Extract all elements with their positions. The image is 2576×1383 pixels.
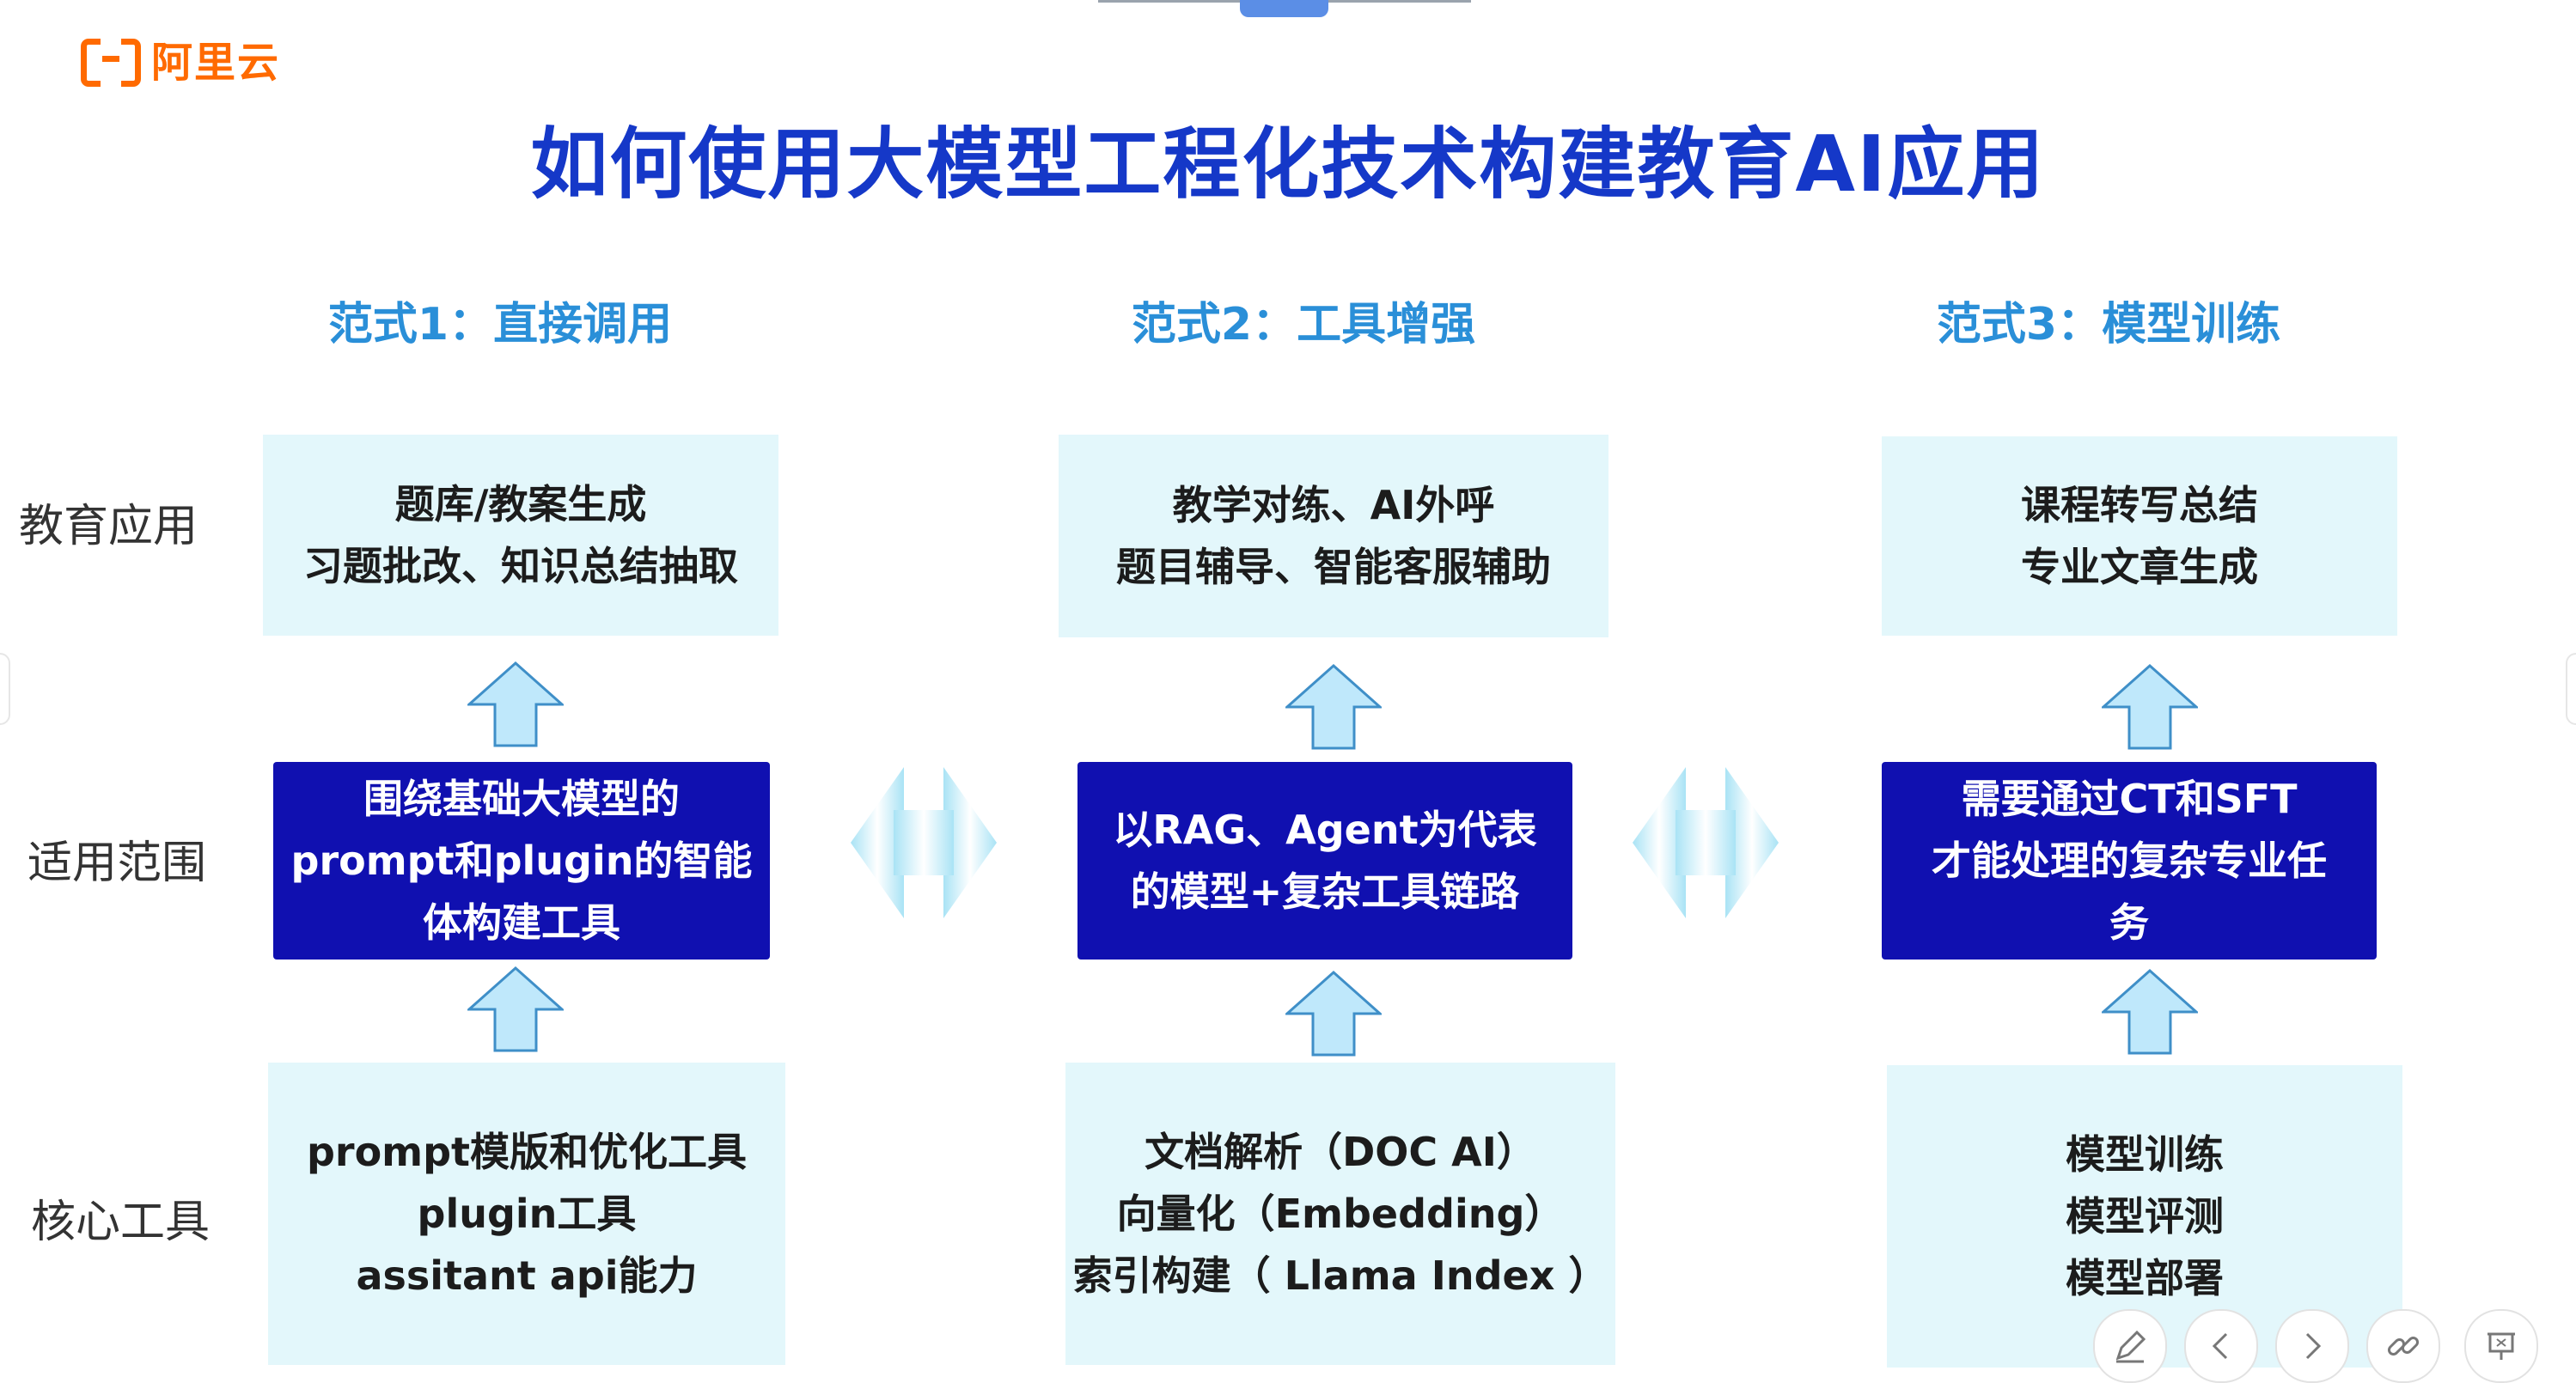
application-line: 教学对练、AI外呼 [1172, 482, 1495, 528]
application-box-2: 教学对练、AI外呼 题目辅导、智能客服辅助 [1059, 435, 1608, 637]
tools-box-1: prompt模版和优化工具 plugin工具 assitant api能力 [268, 1063, 785, 1365]
prev-icon [2212, 1332, 2228, 1360]
application-line: 题库/教案生成 [394, 481, 647, 527]
scope-box-2: 以RAG、Agent为代表 的模型+复杂工具链路 [1077, 762, 1572, 960]
pen-button[interactable] [2093, 1309, 2167, 1383]
scope-line: prompt和plugin的智能 [290, 838, 753, 884]
tools-line: assitant api能力 [356, 1252, 698, 1299]
up-arrow-icon [2102, 969, 2198, 1055]
scope-line: 务 [2109, 899, 2149, 946]
link-button[interactable] [2366, 1309, 2440, 1383]
pen-icon [2115, 1330, 2146, 1363]
tools-line: 向量化（Embedding） [1116, 1191, 1565, 1237]
application-line: 课程转写总结 [2021, 482, 2258, 528]
scope-box-1: 围绕基础大模型的 prompt和plugin的智能 体构建工具 [273, 762, 770, 960]
up-arrow-icon [1285, 664, 1382, 750]
up-arrow-icon [1285, 971, 1382, 1057]
presentation-button[interactable] [2464, 1309, 2538, 1383]
column-title-2: 范式2：工具增强 [1131, 299, 1476, 350]
double-arrow-icon [851, 767, 997, 918]
up-arrow-icon [467, 966, 564, 1052]
scope-line: 体构建工具 [423, 899, 620, 946]
tools-line: prompt模版和优化工具 [306, 1129, 748, 1175]
column-title-3: 范式3：模型训练 [1936, 299, 2281, 350]
up-arrow-icon [2102, 664, 2198, 750]
scope-line: 围绕基础大模型的 [363, 776, 680, 822]
logo-text: 阿里云 [151, 39, 281, 87]
slide-title: 如何使用大模型工程化技术构建教育AI应用 [530, 119, 2046, 210]
application-line: 题目辅导、智能客服辅助 [1116, 544, 1551, 590]
next-slide-button[interactable] [2275, 1309, 2349, 1383]
left-edge-handle[interactable] [0, 653, 10, 725]
tools-line: plugin工具 [417, 1191, 637, 1237]
scope-line: 需要通过CT和SFT [1961, 776, 2298, 822]
up-arrow-icon [467, 661, 564, 747]
row-label-tools: 核心工具 [31, 1197, 211, 1248]
tools-line: 模型训练 [2066, 1131, 2224, 1178]
application-line: 习题批改、知识总结抽取 [303, 543, 738, 589]
scope-line: 以RAG、Agent为代表 [1113, 807, 1537, 853]
scope-line: 才能处理的复杂专业任 [1932, 838, 2327, 884]
aliyun-logo: 阿里云 [79, 33, 280, 87]
tools-line: 索引构建（ Llama Index ） [1072, 1252, 1608, 1299]
tools-line: 文档解析（DOC AI） [1145, 1129, 1536, 1175]
double-arrow-icon [1633, 767, 1779, 918]
aliyun-logo-icon [79, 35, 143, 87]
row-label-application: 教育应用 [19, 501, 198, 552]
presentation-icon [2487, 1332, 2515, 1360]
tools-line: 模型评测 [2066, 1193, 2224, 1240]
next-icon [2305, 1332, 2322, 1360]
link-icon [2387, 1336, 2420, 1356]
scope-line: 的模型+复杂工具链路 [1130, 868, 1520, 915]
top-drag-handle[interactable] [1240, 0, 1328, 17]
tools-box-2: 文档解析（DOC AI） 向量化（Embedding） 索引构建（ Llama … [1065, 1063, 1615, 1365]
scope-box-3: 需要通过CT和SFT 才能处理的复杂专业任 务 [1882, 762, 2377, 960]
tools-line: 模型部署 [2066, 1255, 2224, 1301]
right-edge-handle[interactable] [2566, 653, 2576, 725]
application-box-3: 课程转写总结 专业文章生成 [1882, 436, 2397, 636]
application-box-1: 题库/教案生成 习题批改、知识总结抽取 [263, 435, 778, 636]
application-line: 专业文章生成 [2021, 544, 2258, 590]
row-label-scope: 适用范围 [27, 838, 207, 889]
column-title-1: 范式1：直接调用 [327, 299, 673, 350]
prev-slide-button[interactable] [2184, 1309, 2258, 1383]
